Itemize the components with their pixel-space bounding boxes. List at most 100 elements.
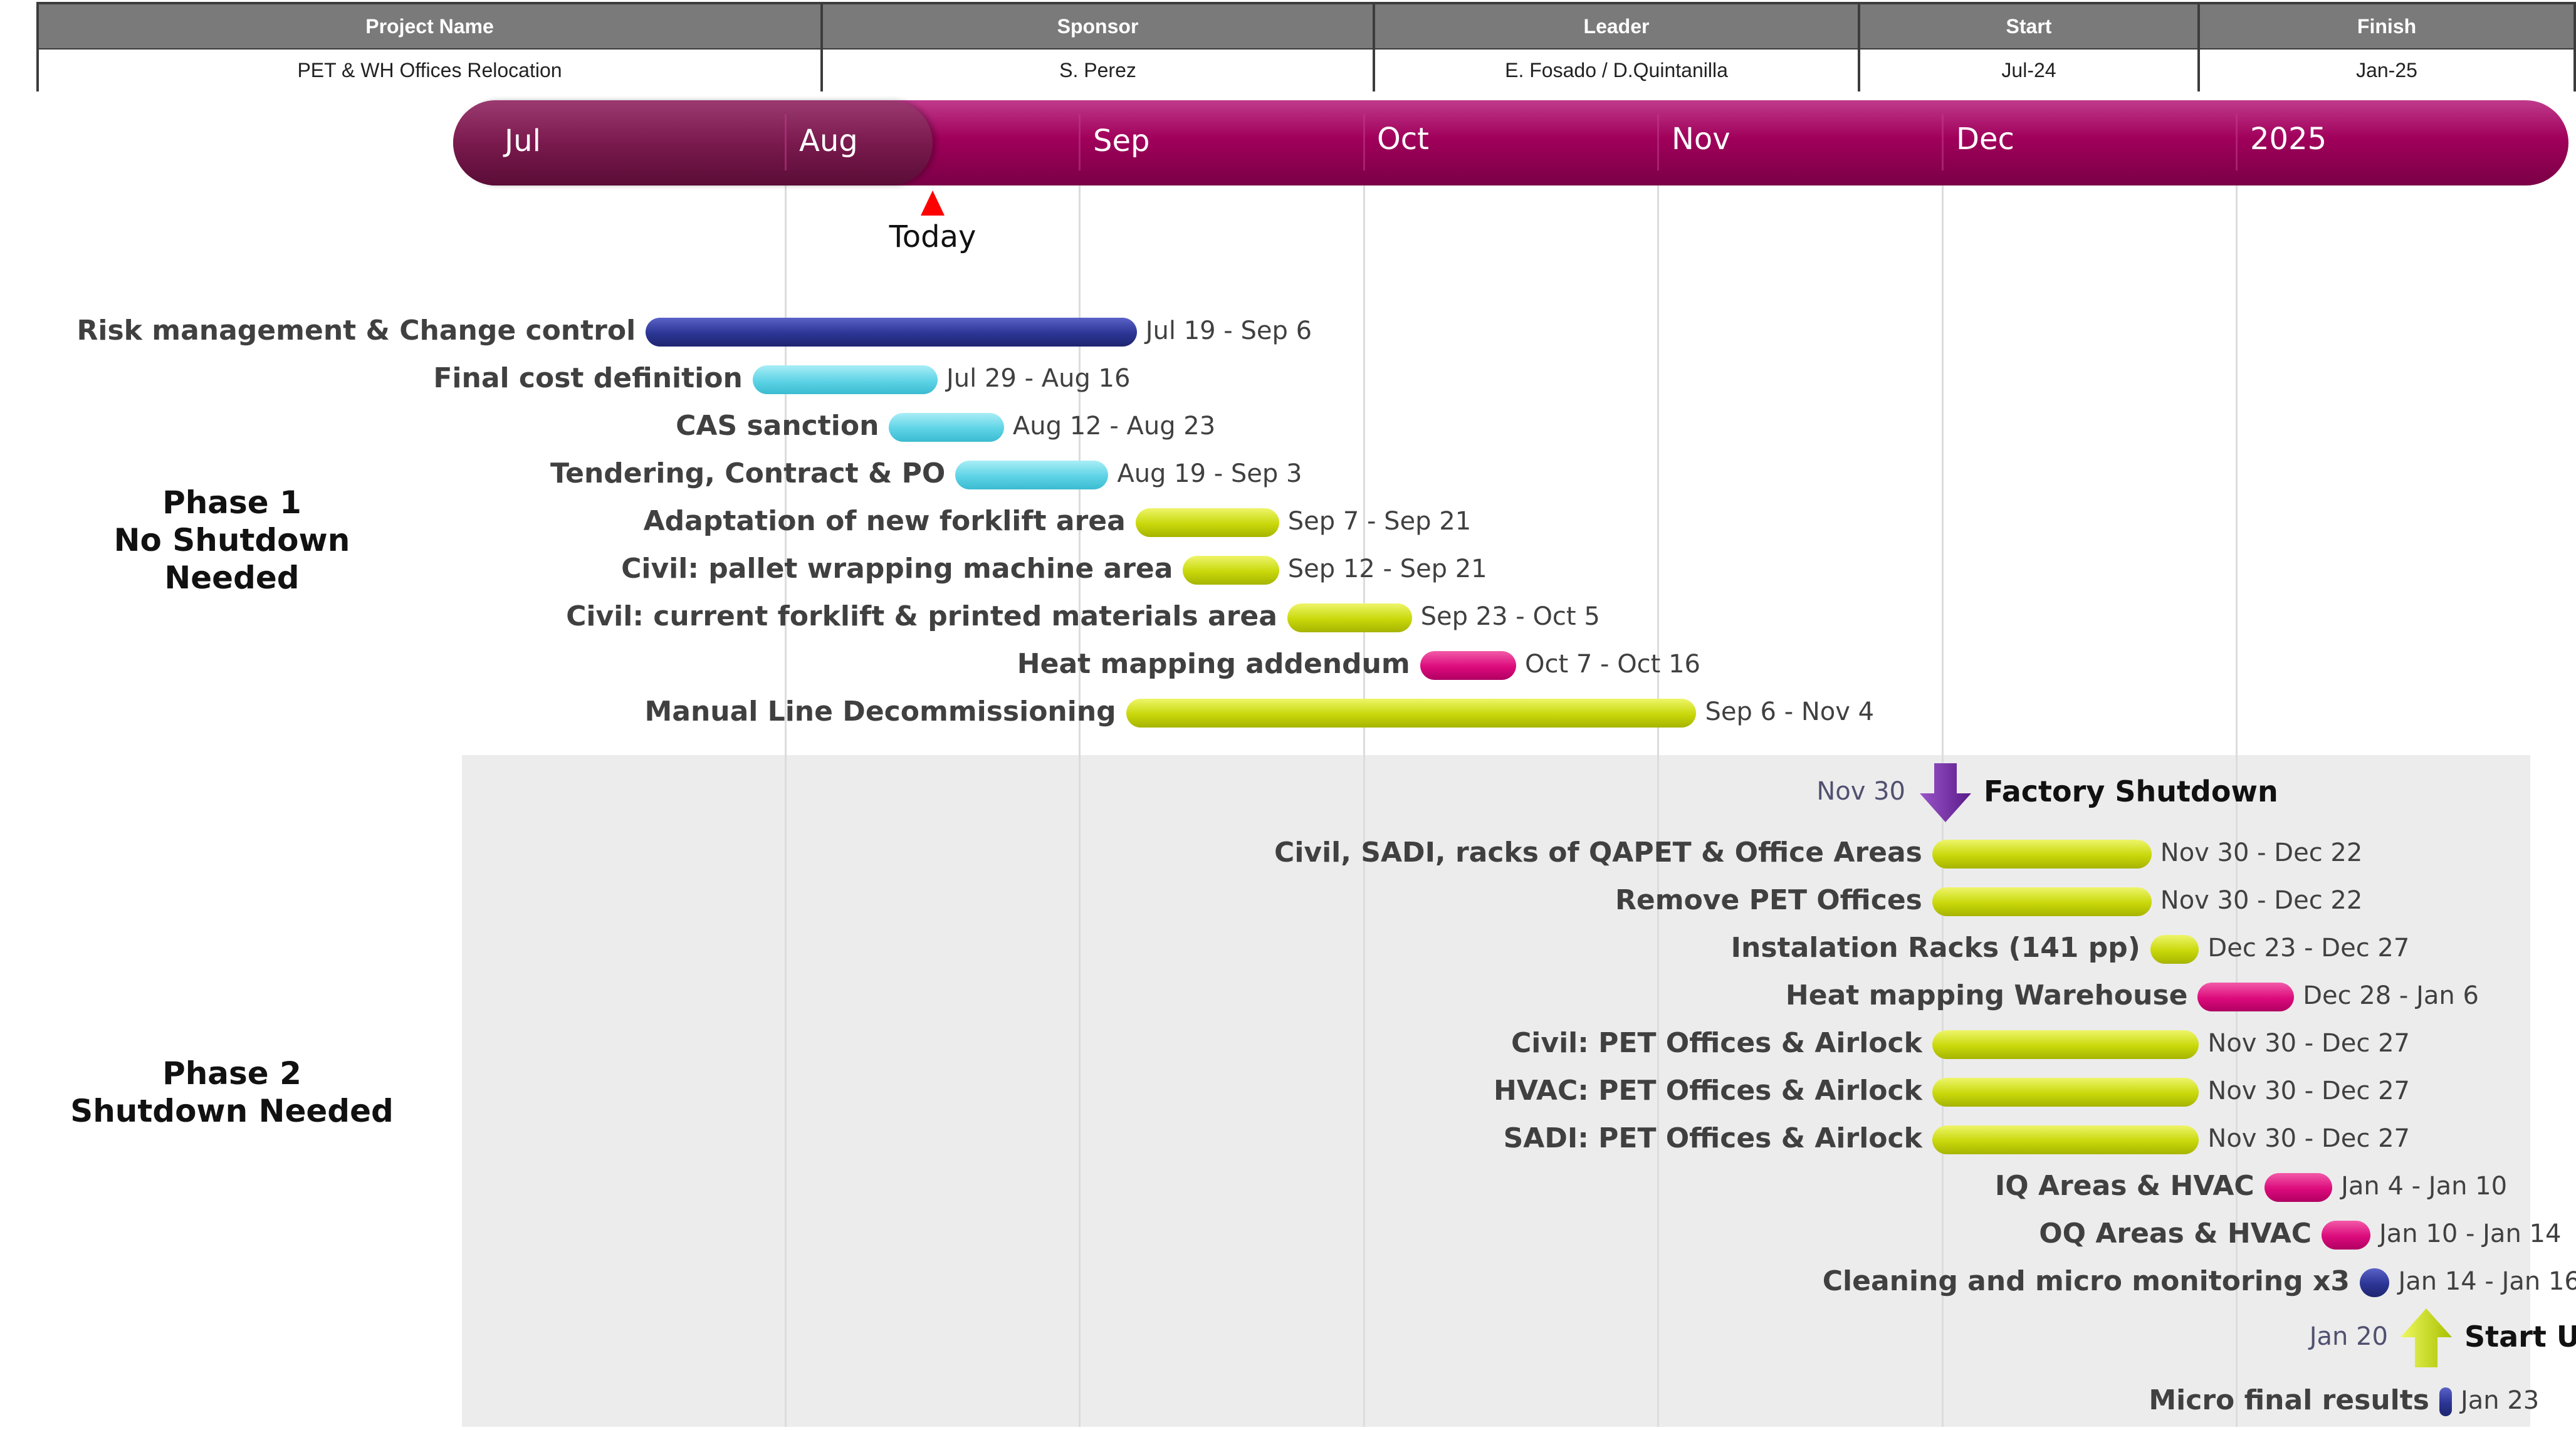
phase-2-title: Phase 2 [162,1055,301,1092]
phase-2-label: Phase 2 Shutdown Needed [56,1055,407,1130]
task-name: Tendering, Contract & PO [550,457,946,489]
gantt-bar [2359,1268,2390,1297]
startup-label: Start Up [2464,1320,2576,1354]
column-header-sponsor: Sponsor [823,4,1373,48]
gantt-bar [1287,603,1412,632]
gantt-bar [889,413,1004,442]
task-name: Heat mapping Warehouse [1785,979,2188,1011]
task-name: Instalation Racks (141 pp) [1730,932,2140,964]
month-label-nov: Nov [1672,122,1730,157]
up-arrow-icon [2401,1308,2452,1367]
timeline-divider [1363,114,1365,170]
project-info-table: Project Name Sponsor Leader Start Finish… [36,2,2576,91]
gantt-bar [1420,651,1516,680]
column-header-project-name: Project Name [39,4,820,48]
task-name: HVAC: PET Offices & Airlock [1494,1075,1922,1107]
down-arrow-icon [1920,763,1971,822]
gridline-2025 [2236,113,2238,1427]
task-dates: Sep 7 - Sep 21 [1287,507,1472,536]
task-dates: Nov 30 - Dec 22 [2160,838,2363,867]
gantt-bar [1932,887,2152,916]
gantt-bar [752,365,938,394]
column-divider [1373,4,1375,91]
gantt-bar [2322,1221,2370,1250]
gridline-sep [1079,113,1081,1427]
task-dates: Oct 7 - Oct 16 [1525,650,1700,679]
month-label-jul: Jul [505,123,541,159]
task-dates: Sep 23 - Oct 5 [1420,602,1600,631]
task-name: Micro final results [2149,1384,2429,1416]
task-name: Remove PET Offices [1615,884,1922,916]
task-dates: Jan 14 - Jan 16 [2398,1267,2576,1296]
gridline-oct [1363,113,1365,1427]
gantt-bar [955,461,1109,489]
table-divider [39,47,2573,50]
task-dates: Aug 12 - Aug 23 [1012,412,1216,441]
task-dates: Jul 19 - Sep 6 [1145,316,1312,345]
gantt-bar [2439,1387,2452,1416]
cell-sponsor: S. Perez [823,50,1373,91]
task-name: CAS sanction [676,410,879,442]
timeline-divider [1079,114,1081,170]
column-divider [1858,4,1860,91]
task-name: Civil: current forklift & printed materi… [566,600,1277,632]
task-dates: Nov 30 - Dec 27 [2207,1124,2410,1153]
month-label-sep: Sep [1093,123,1150,159]
gantt-bar [1932,1078,2199,1107]
task-dates: Dec 28 - Jan 6 [2303,981,2479,1010]
timeline-divider [2236,114,2238,170]
phase-1-title: Phase 1 [162,484,301,521]
today-label: Today [889,219,976,254]
gantt-bar [2264,1173,2333,1202]
gantt-bar [1932,840,2152,869]
task-name: Heat mapping addendum [1017,648,1410,680]
task-dates: Jan 23 [2460,1386,2540,1415]
column-header-leader: Leader [1375,4,1858,48]
month-label-oct: Oct [1377,122,1429,157]
month-label-aug: Aug [799,123,858,159]
task-name: Cleaning and micro monitoring x3 [1822,1265,2350,1297]
column-header-start: Start [1860,4,2197,48]
column-divider [820,4,823,91]
column-divider [2197,4,2200,91]
gantt-bar [1183,556,1279,585]
gantt-bar [1126,699,1697,728]
phase-1-label: Phase 1 No Shutdown Needed [56,484,407,597]
gantt-bar [2150,935,2199,964]
task-name: Manual Line Decommissioning [644,696,1116,728]
task-dates: Nov 30 - Dec 27 [2207,1077,2410,1105]
shutdown-label: Factory Shutdown [1984,775,2278,808]
gantt-bar [1135,508,1279,537]
month-label-2025: 2025 [2250,122,2327,157]
phase-2-subtitle: Shutdown Needed [70,1093,394,1129]
task-dates: Nov 30 - Dec 22 [2160,886,2363,915]
task-name: OQ Areas & HVAC [2039,1218,2312,1250]
task-name: SADI: PET Offices & Airlock [1503,1122,1922,1154]
gantt-bar [1932,1125,2199,1154]
task-dates: Nov 30 - Dec 27 [2207,1029,2410,1058]
month-label-dec: Dec [1956,122,2014,157]
task-name: IQ Areas & HVAC [1994,1170,2254,1202]
task-name: Civil, SADI, racks of QAPET & Office Are… [1274,837,1922,869]
cell-start: Jul-24 [1860,50,2197,91]
task-name: Risk management & Change control [76,315,636,347]
gantt-bar [1932,1030,2199,1059]
gantt-bar [646,318,1137,347]
gantt-bar [2197,983,2295,1011]
task-dates: Sep 12 - Sep 21 [1287,555,1487,583]
task-dates: Jan 10 - Jan 14 [2379,1219,2562,1248]
gridline-nov [1657,113,1659,1427]
phase-1-subtitle: No Shutdown Needed [113,522,350,596]
task-name: Civil: PET Offices & Airlock [1511,1027,1922,1059]
task-name: Civil: pallet wrapping machine area [621,553,1173,585]
gridline-aug [785,113,787,1427]
task-dates: Jul 29 - Aug 16 [946,364,1131,393]
task-dates: Aug 19 - Sep 3 [1117,459,1302,488]
today-marker-icon [921,190,945,216]
cell-leader: E. Fosado / D.Quintanilla [1375,50,1858,91]
task-dates: Sep 6 - Nov 4 [1705,697,1875,726]
column-header-finish: Finish [2200,4,2573,48]
cell-finish: Jan-25 [2200,50,2573,91]
task-name: Final cost definition [433,362,743,394]
cell-project-name: PET & WH Offices Relocation [39,50,820,91]
